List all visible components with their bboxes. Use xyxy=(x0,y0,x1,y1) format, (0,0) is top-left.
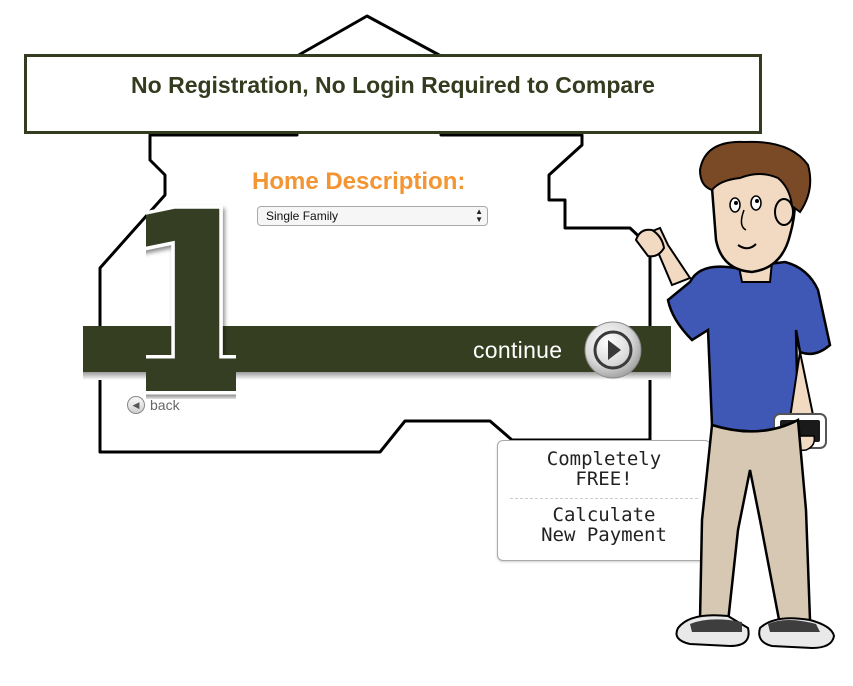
arrow-left-circle-icon: ◀ xyxy=(127,396,145,414)
continue-button-label[interactable]: continue xyxy=(473,337,563,363)
back-label: back xyxy=(150,397,180,413)
continue-bar xyxy=(83,326,671,372)
arrow-right-circle-icon[interactable] xyxy=(583,320,643,380)
select-value: Single Family xyxy=(266,209,339,223)
continue-bar-shadow xyxy=(83,372,671,380)
no-registration-banner: No Registration, No Login Required to Co… xyxy=(24,54,762,134)
updown-arrows-icon: ▲▼ xyxy=(475,207,483,224)
svg-text:1: 1 xyxy=(146,203,236,399)
home-description-label: Home Description: xyxy=(252,168,466,195)
back-button[interactable]: ◀ back xyxy=(127,394,180,416)
step-number: 1 xyxy=(146,203,236,399)
completely-free-text: Completely FREE! xyxy=(546,448,662,490)
promo-box: Completely FREE! Calculate New Payment xyxy=(497,440,711,561)
promo-divider xyxy=(510,498,698,499)
calculate-new-payment-link[interactable]: Calculate New Payment xyxy=(541,504,667,546)
home-description-select[interactable]: Single Family ▲▼ xyxy=(257,206,488,226)
cartoon-man-illustration xyxy=(634,140,836,650)
banner-text: No Registration, No Login Required to Co… xyxy=(131,71,655,98)
